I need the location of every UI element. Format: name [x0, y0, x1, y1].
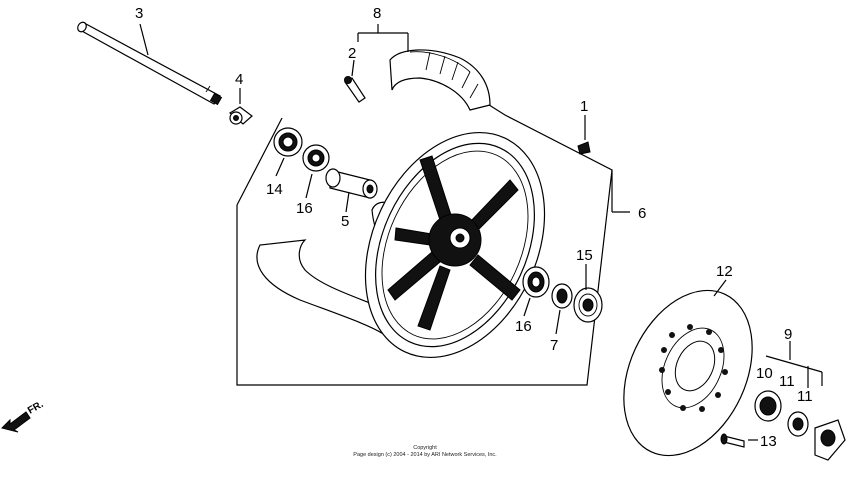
callout-labels: 1 2 3 4 5 6 7 8 9 10 11 11 12 13 14 15 1…	[135, 5, 813, 450]
callout-13: 13	[760, 433, 777, 450]
dust-seal-part-right[interactable]	[522, 266, 550, 298]
wheel-rim-part[interactable]	[331, 103, 579, 386]
callout-7: 7	[550, 337, 558, 354]
callout-12: 12	[716, 263, 733, 280]
callout-15: 15	[576, 247, 593, 264]
callout-1: 1	[580, 98, 588, 115]
bearing-part-14[interactable]	[273, 127, 303, 157]
callout-16-a: 16	[296, 200, 313, 217]
front-direction-arrow: FR.	[1, 399, 46, 433]
axle-part[interactable]	[76, 21, 223, 106]
callout-10: 10	[756, 365, 773, 382]
speedometer-gearbox-part[interactable]	[754, 390, 846, 461]
oil-seal-part[interactable]	[573, 287, 603, 323]
balance-weight-part[interactable]	[577, 141, 591, 155]
leader-lines	[139, 23, 758, 441]
copyright-line-1: Copyright	[413, 445, 437, 451]
callout-8: 8	[373, 5, 381, 22]
callout-5: 5	[341, 213, 349, 230]
callout-9: 9	[784, 326, 792, 343]
callout-11-a: 11	[779, 373, 795, 390]
distance-collar-part[interactable]	[325, 168, 378, 199]
callout-14: 14	[266, 181, 283, 198]
callout-brackets	[357, 24, 823, 388]
callout-2: 2	[348, 45, 356, 62]
copyright-line-2: Page design (c) 2004 - 2014 by ARI Netwo…	[353, 452, 497, 458]
callout-4: 4	[235, 71, 243, 88]
front-direction-label: FR.	[26, 399, 46, 417]
brake-disc-part[interactable]	[599, 270, 778, 477]
callout-3: 3	[135, 5, 143, 22]
dust-seal-part-left[interactable]	[302, 144, 330, 172]
copyright-footer: Copyright Page design (c) 2004 - 2014 by…	[353, 445, 497, 458]
callout-11-b: 11	[797, 388, 813, 405]
disc-bolt-part[interactable]	[720, 433, 745, 448]
collar-part[interactable]	[228, 106, 253, 125]
callout-16-b: 16	[515, 318, 532, 335]
callout-6: 6	[638, 205, 646, 222]
valve-stem-part[interactable]	[344, 76, 366, 103]
retainer-part[interactable]	[551, 283, 573, 309]
